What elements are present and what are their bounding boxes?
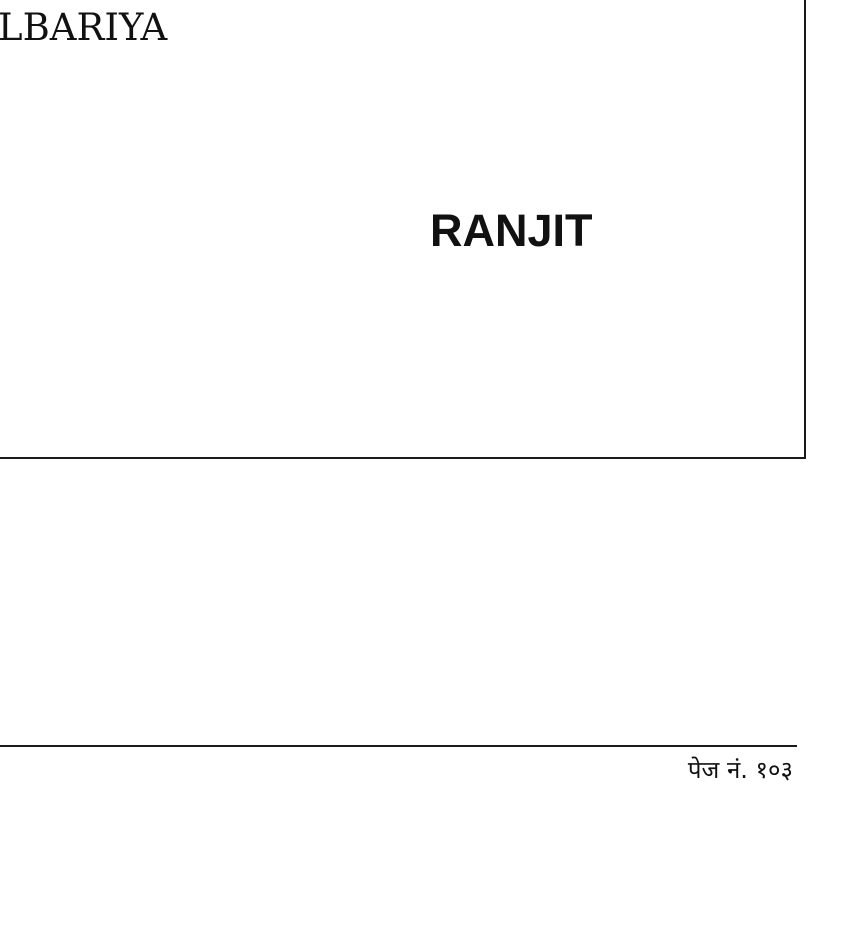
footer-divider — [0, 745, 797, 747]
bordered-text-box — [0, 0, 806, 459]
name-label: RANJIT — [430, 205, 593, 256]
cut-off-heading-text: LBARIYA — [0, 6, 168, 49]
page-number: पेज नं. १०३ — [687, 756, 793, 784]
